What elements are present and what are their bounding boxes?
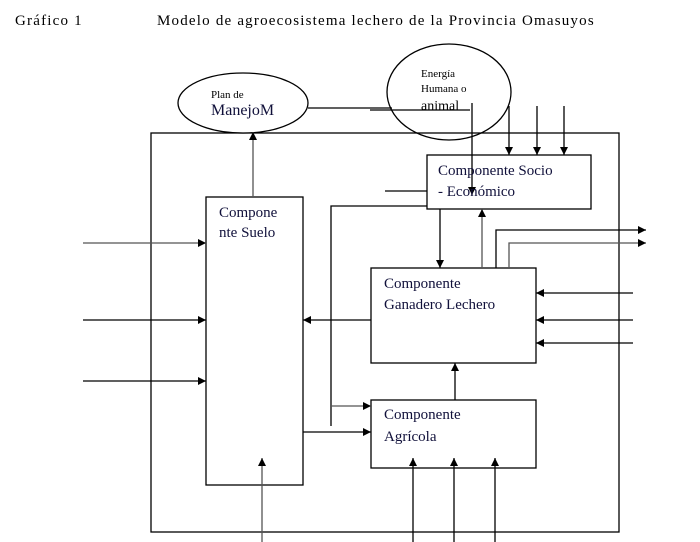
suelo-box: [205, 196, 304, 486]
ganadero-label-2: Ganadero Lechero: [384, 297, 496, 313]
energia-label-3: animal: [421, 99, 460, 114]
agricola-label-2: Agrícola: [384, 429, 437, 445]
socio-label-1: Componente Socio: [438, 163, 553, 179]
system-boundary: [150, 132, 620, 533]
plan-manejo-ellipse: [177, 72, 309, 134]
suelo-label-2: nte Suelo: [219, 225, 276, 241]
socio-economico-box: [426, 154, 592, 210]
figure-title: Modelo de agroecosistema lechero de la P…: [157, 13, 595, 29]
agricola-box: [370, 399, 537, 469]
ganadero-label-1: Componente: [384, 276, 461, 292]
energia-label-2: Humana o: [421, 83, 467, 95]
plan-manejo-label-1: Plan de: [211, 89, 244, 101]
energia-ellipse: [386, 43, 512, 141]
arrow-output-2: [508, 239, 646, 268]
agricola-label-1: Componente: [384, 407, 461, 423]
plan-manejo-label-2: ManejoM: [211, 102, 275, 119]
socio-to-agricola-line: [330, 205, 427, 426]
suelo-label-1: Compone: [219, 205, 278, 221]
energia-label-1: Energía: [421, 68, 456, 80]
figure-label: Gráfico 1: [15, 13, 83, 29]
arrow-output-1: [495, 226, 646, 268]
ganadero-box: [370, 267, 537, 364]
socio-label-2: - Económico: [438, 184, 516, 200]
